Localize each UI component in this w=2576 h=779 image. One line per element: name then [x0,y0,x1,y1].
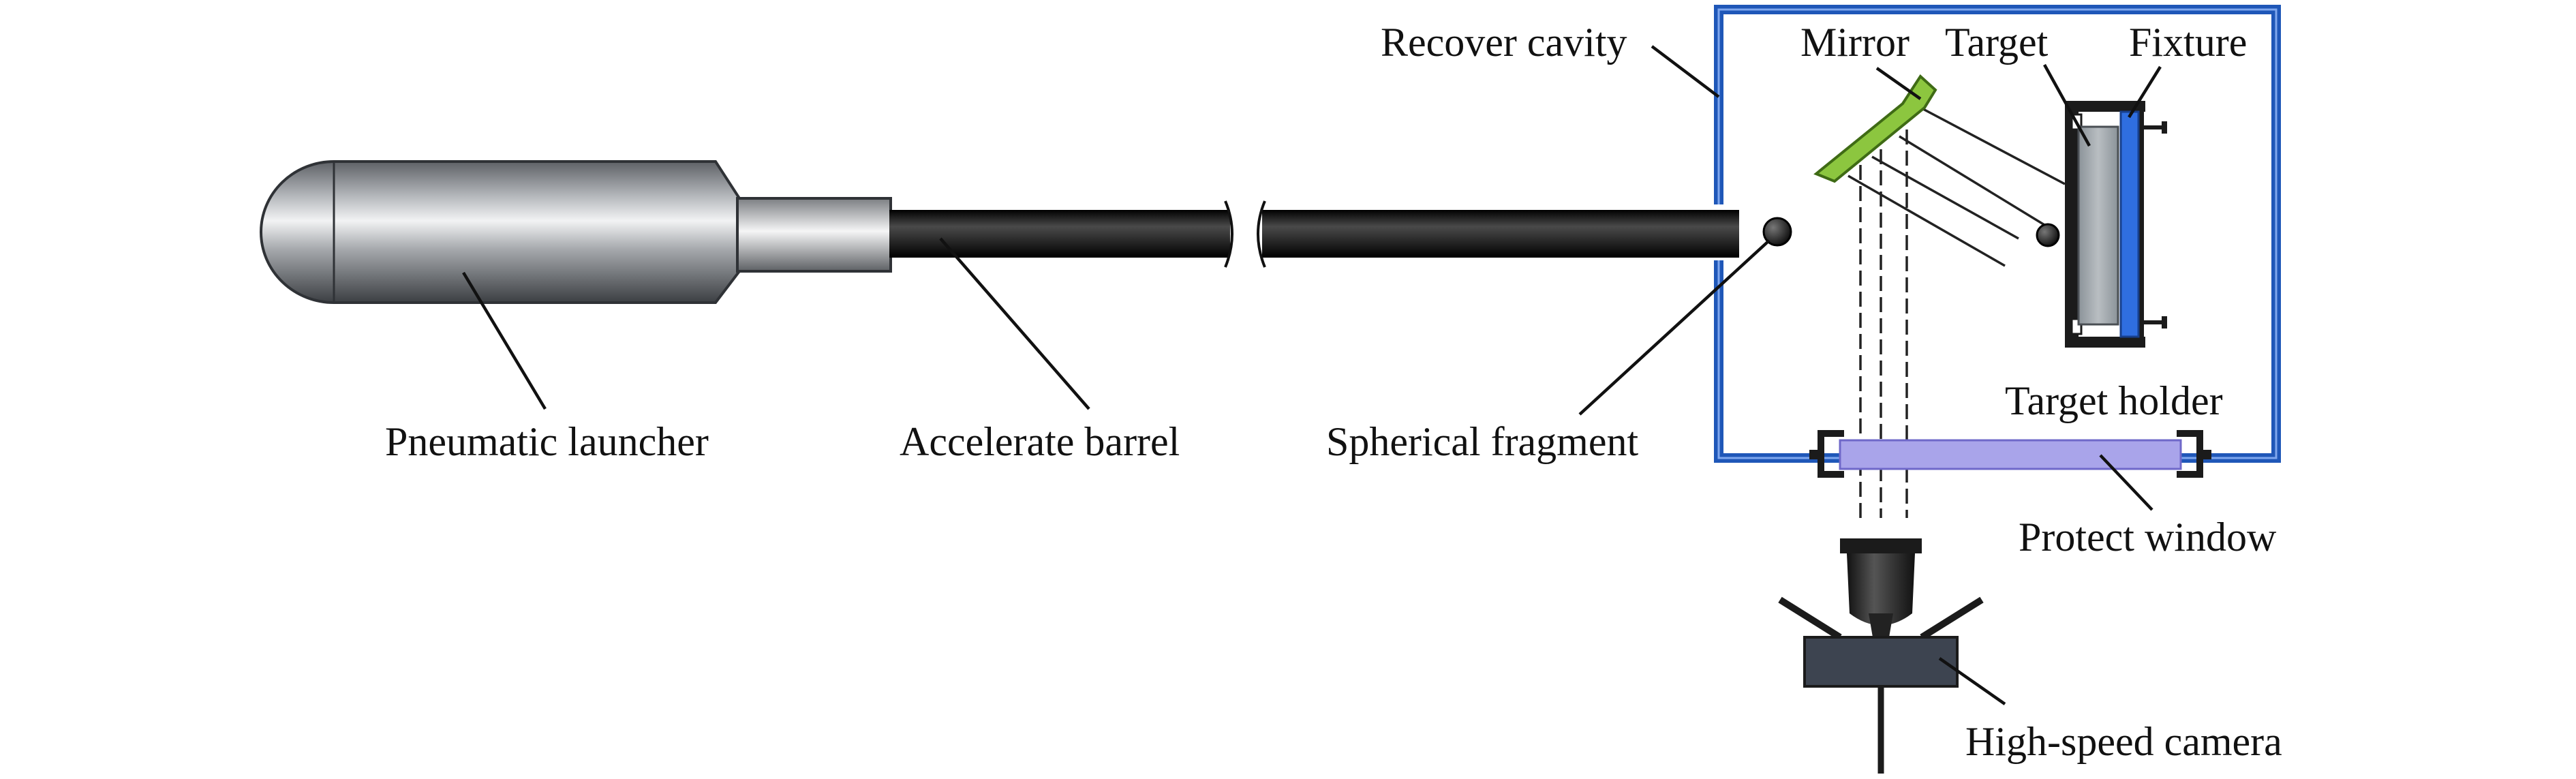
label-protect-window: Protect window [2019,515,2277,560]
leader-fixture [2128,65,2162,119]
pneumatic-launcher [260,160,892,304]
fixture [2119,110,2167,338]
leader-pneumatic-launcher [462,271,547,410]
recover-cavity [1714,5,2281,463]
leader-accelerate-barrel [939,237,1090,410]
leader-recover-cavity [1651,45,1720,98]
label-spherical-fragment: Spherical fragment [1326,419,1638,464]
leader-protect-window [2099,454,2153,511]
leader-high-speed-camera [1938,657,2006,705]
spherical-fragment [1762,217,1792,247]
label-pneumatic-launcher: Pneumatic launcher [385,419,709,464]
label-target: Target [1945,20,2049,65]
accelerate-barrel [889,200,1739,268]
leader-target [2043,63,2091,147]
label-high-speed-camera: High-speed camera [1965,719,2282,764]
label-mirror: Mirror [1800,20,1910,65]
spherical-fragment-in-flight [2036,223,2060,247]
target [2077,125,2119,326]
mirror [1813,74,1937,183]
leader-spherical-fragment [1578,239,1770,416]
protect-window [1809,430,2211,478]
label-fixture: Fixture [2129,20,2247,65]
leader-lines [462,45,2162,705]
target-holder [2065,101,2145,348]
label-target-holder: Target holder [2005,378,2223,423]
high-speed-camera [1778,538,1984,774]
label-accelerate-barrel: Accelerate barrel [900,419,1180,464]
label-recover-cavity: Recover cavity [1381,20,1627,65]
leader-mirror [1875,67,1922,100]
